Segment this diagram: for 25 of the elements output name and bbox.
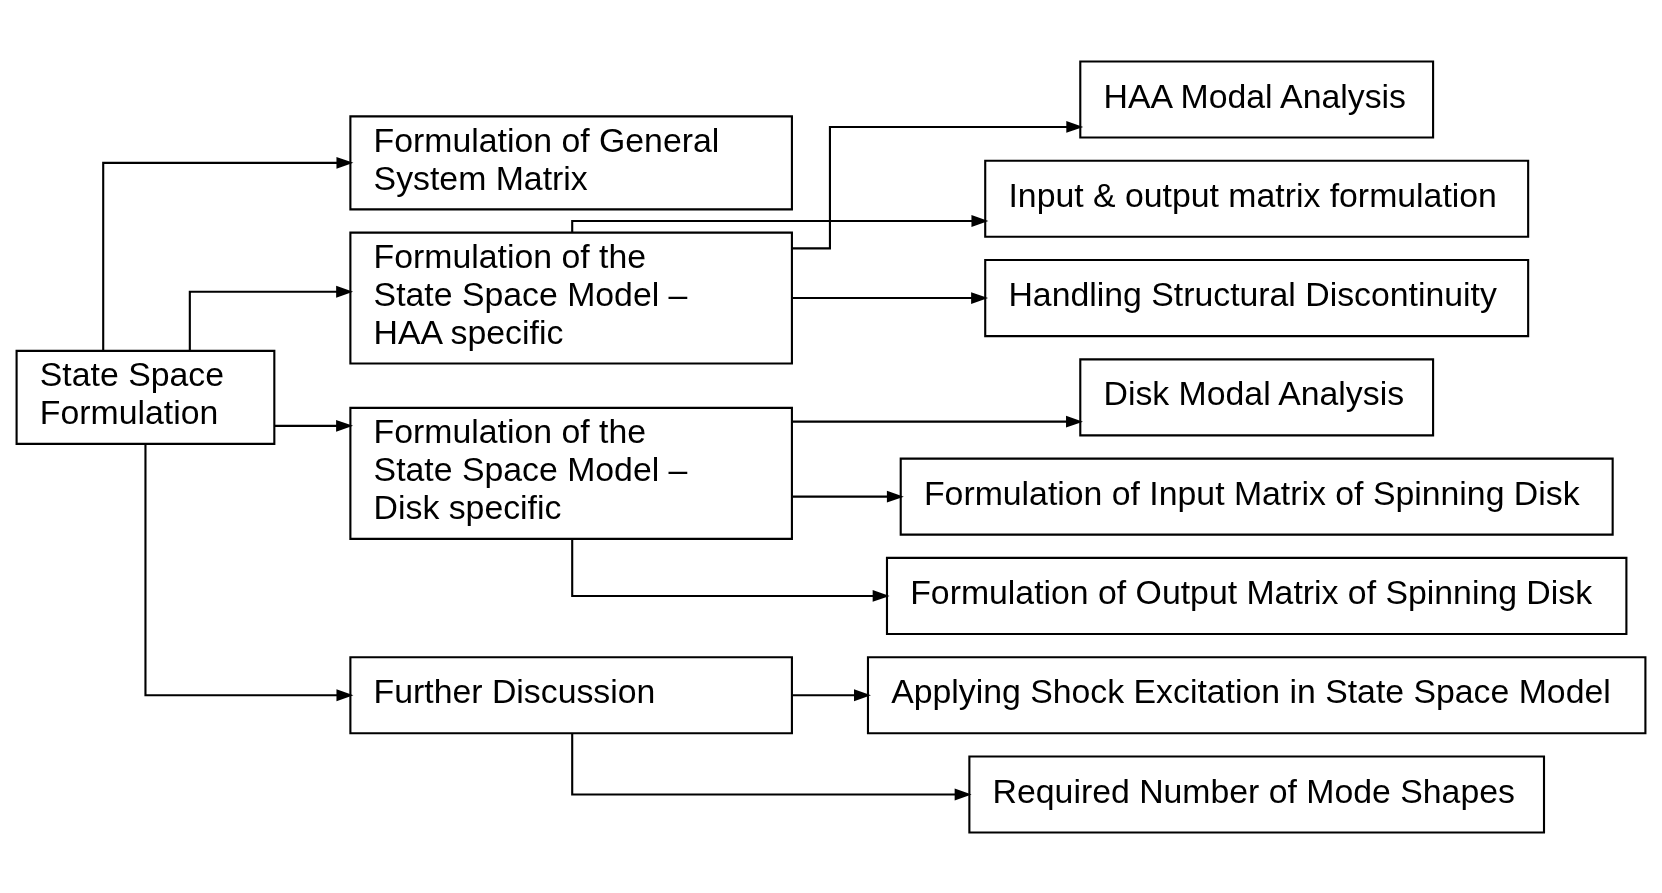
node-box: Formulation of Input Matrix of Spinning Disk [899, 457, 1614, 536]
arrow [571, 214, 989, 232]
arrow [792, 490, 904, 503]
arrow [792, 291, 989, 304]
arrow [792, 415, 1083, 428]
node-box: Formulation of Output Matrix of Spinning Disk [885, 556, 1628, 635]
node-box: Input & output matrix formulation [984, 159, 1530, 238]
arrow [792, 688, 871, 701]
node-box: Further Discussion [349, 655, 793, 734]
node-box: HAA Modal Analysis [1079, 59, 1435, 139]
arrow [102, 156, 354, 350]
node-box: Formulation of the State Space Model – HAA specific [349, 231, 793, 365]
node-box: Formulation of General System Matrix [349, 114, 793, 210]
node-box: State Space Formulation [15, 349, 276, 445]
arrow [571, 732, 972, 800]
node-box: Disk Modal Analysis [1079, 357, 1435, 436]
node-box: Applying Shock Excitation in State Space Model [866, 655, 1647, 734]
node-box: Required Number of Mode Shapes [968, 754, 1546, 834]
arrow [792, 120, 1084, 249]
arrow [274, 419, 354, 432]
node-box: Handling Structural Discontinuity [984, 258, 1530, 337]
arrow [144, 443, 354, 701]
node-box: Formulation of the State Space Model – Disk specific [349, 406, 793, 540]
arrow [571, 538, 890, 602]
arrow [188, 285, 354, 351]
